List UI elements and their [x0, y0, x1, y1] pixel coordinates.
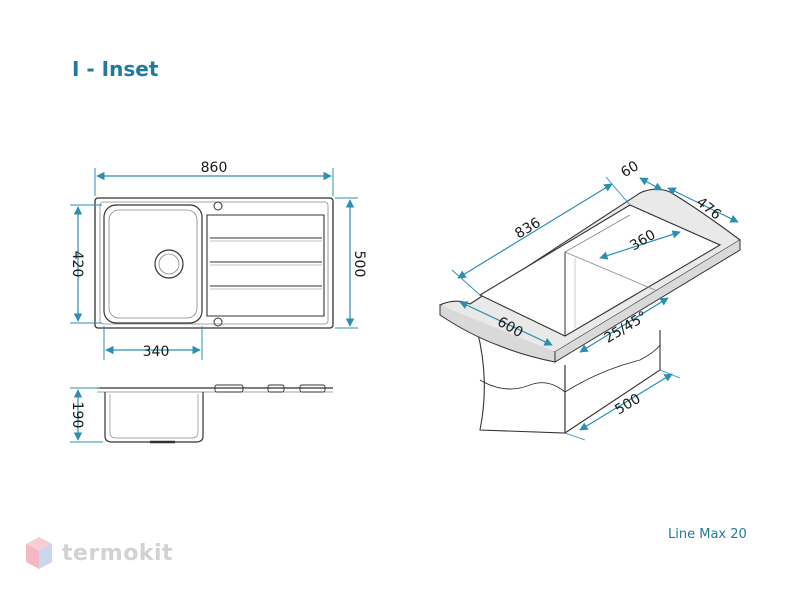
dim-height-190: 190	[69, 402, 85, 429]
tap-hole-icon	[213, 201, 223, 211]
side-view: 190	[69, 384, 333, 444]
page-title: I - Inset	[72, 57, 159, 81]
drainer-outline	[206, 214, 325, 317]
dim-length-836: 836	[512, 215, 543, 243]
dim-bowl-width-340: 340	[143, 344, 170, 360]
iso-view: 836 60 476 360 600 25/45° 500	[438, 158, 741, 441]
dim-overhang-60: 60	[618, 158, 642, 181]
dim-width-860: 860	[201, 160, 228, 176]
brand-name: termokit	[62, 540, 174, 566]
dim-cabinet-500: 500	[612, 391, 643, 418]
bowl-profile	[104, 392, 204, 443]
overflow-hole-icon	[213, 317, 223, 327]
brand-watermark: termokit	[24, 535, 173, 571]
dim-bowl-depth-420: 420	[69, 251, 85, 278]
model-name: Line Max 20	[668, 527, 747, 542]
top-view: 860 420 500 340	[69, 160, 367, 360]
sink-outline	[94, 197, 334, 329]
hexagon-logo-icon	[26, 537, 52, 569]
dim-depth-500: 500	[351, 251, 367, 278]
drain-icon	[154, 249, 184, 279]
bowl-outline	[103, 204, 203, 324]
